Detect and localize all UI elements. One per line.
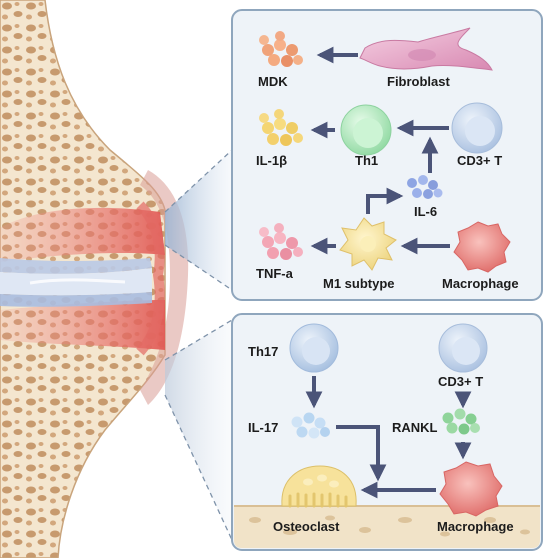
inflamed-synovium-bottom (0, 300, 165, 350)
il17-label: IL-17 (248, 420, 278, 435)
zoom-beam-bottom (165, 320, 232, 540)
cd3-t-cell-bottom (438, 323, 488, 373)
fibroblast-cell (359, 27, 493, 71)
il17-molecules (291, 412, 330, 439)
il1b-molecules (259, 109, 303, 146)
bone-surface (234, 506, 540, 548)
macrophage-cell-top (453, 221, 511, 273)
synovial-fluid-streak (29, 278, 126, 285)
zoom-beam-top (165, 150, 232, 290)
macrophage-label-bottom: Macrophage (437, 519, 514, 534)
th17-cell (289, 323, 339, 373)
il1b-label: IL-1β (256, 153, 287, 168)
mdk-molecules (259, 31, 303, 67)
bottom-panel: Th17 CD3+ T IL-17 RANKL Osteo (231, 313, 543, 551)
cd3t-label-top: CD3+ T (457, 153, 502, 168)
macrophage-label-top: Macrophage (442, 276, 519, 291)
arrow-il17-to-osteoclast (336, 425, 387, 482)
il6-molecules (407, 175, 443, 199)
synovial-rim (136, 201, 165, 356)
macrophage-cell-bottom (439, 461, 503, 517)
arrow-m1-to-il6 (366, 187, 404, 214)
th17-label: Th17 (248, 344, 278, 359)
osteoclast-cell (281, 465, 357, 508)
il6-label: IL-6 (414, 204, 437, 219)
cartilage-upper (0, 258, 152, 274)
tnfa-molecules (259, 223, 303, 260)
m1-subtype-label: M1 subtype (323, 276, 395, 291)
cartilage-lower (0, 292, 152, 307)
joint-space (0, 268, 152, 296)
mdk-label: MDK (258, 74, 288, 89)
osteoclast-label: Osteoclast (273, 519, 340, 534)
bone-surface-texture (249, 515, 530, 537)
fibroblast-label: Fibroblast (387, 74, 451, 89)
th1-label: Th1 (355, 153, 378, 168)
rankl-label: RANKL (392, 420, 438, 435)
rankl-molecules (442, 408, 480, 435)
inflamed-synovium-top (0, 207, 165, 262)
cd3t-label-bottom: CD3+ T (438, 374, 483, 389)
cd3-t-cell-top (451, 102, 503, 154)
joint-illustration (0, 0, 189, 558)
tnfa-label: TNF-a (256, 266, 294, 281)
th1-cell (340, 104, 392, 156)
top-panel: MDK Fibroblast IL-1β Th1 CD3+ T (231, 9, 543, 301)
